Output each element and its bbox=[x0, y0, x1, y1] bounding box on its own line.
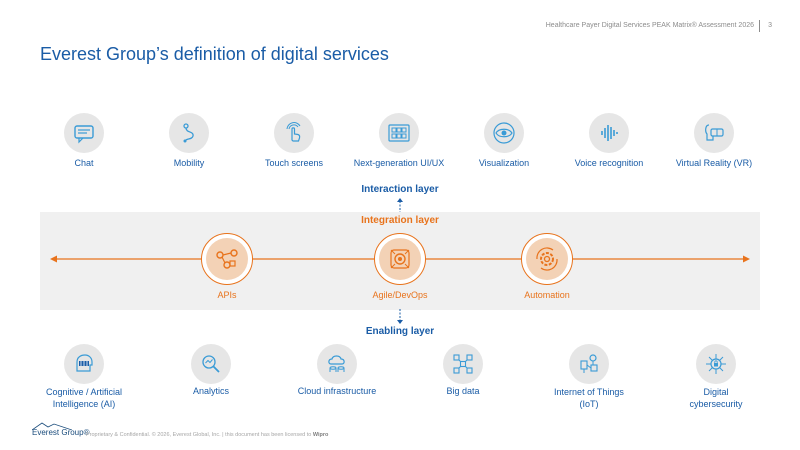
eye-icon bbox=[484, 113, 524, 153]
interaction-label-visualization: Visualization bbox=[478, 158, 530, 168]
interaction-label-vr: Virtual Reality (VR) bbox=[675, 158, 753, 168]
cybersecurity-icon bbox=[696, 344, 736, 384]
interaction-label-mobility: Mobility bbox=[173, 158, 205, 168]
interaction-label-touch: Touch screens bbox=[264, 158, 324, 168]
chat-icon bbox=[64, 113, 104, 153]
footer-licensee: Wipro bbox=[312, 432, 329, 438]
footer-confidential: Proprietary & Confidential. © 2026, Ever… bbox=[86, 432, 328, 438]
ai-brain-icon bbox=[64, 344, 104, 384]
cloud-icon bbox=[317, 344, 357, 384]
integration-label-apis: APIs bbox=[217, 290, 237, 300]
voice-wave-icon bbox=[589, 113, 629, 153]
mobility-icon bbox=[169, 113, 209, 153]
interaction-label-voice: Voice recognition bbox=[574, 158, 644, 168]
touch-icon bbox=[274, 113, 314, 153]
agile-gear-icon bbox=[374, 233, 426, 285]
enabling-layer-label: Enabling layer bbox=[365, 326, 435, 337]
big-data-icon bbox=[443, 344, 483, 384]
enabling-label-cloud: Cloud infrastructure bbox=[297, 386, 377, 396]
interaction-label-ui: Next-generation UI/UX bbox=[353, 158, 445, 168]
interaction-layer-label: Interaction layer bbox=[361, 184, 439, 195]
footer-text: Proprietary & Confidential. © 2026, Ever… bbox=[86, 432, 313, 438]
interaction-label-chat: Chat bbox=[74, 158, 94, 168]
logo-text: Everest Group® bbox=[32, 428, 90, 437]
logo-mountain-icon bbox=[32, 422, 72, 430]
down-arrow-icon bbox=[397, 309, 403, 324]
iot-icon bbox=[569, 344, 609, 384]
analytics-icon bbox=[191, 344, 231, 384]
up-arrow-icon bbox=[397, 198, 403, 213]
page-title: Everest Group’s definition of digital se… bbox=[40, 44, 389, 64]
automation-gear-icon bbox=[521, 233, 573, 285]
enabling-label-ai: Cognitive / Artificial Intelligence (AI) bbox=[45, 387, 123, 409]
enabling-label-iot: Internet of Things (IoT) bbox=[554, 387, 624, 409]
vr-headset-icon bbox=[694, 113, 734, 153]
enabling-label-bigdata: Big data bbox=[446, 386, 480, 396]
report-title: Healthcare Payer Digital Services PEAK M… bbox=[545, 22, 754, 29]
integration-label-agile: Agile/DevOps bbox=[372, 290, 428, 300]
enabling-label-analytics: Analytics bbox=[192, 386, 229, 396]
header-divider bbox=[759, 20, 760, 32]
page-number: 3 bbox=[768, 22, 772, 29]
everest-group-logo: Everest Group® bbox=[32, 422, 90, 437]
ui-grid-icon bbox=[379, 113, 419, 153]
integration-label-automation: Automation bbox=[524, 290, 570, 300]
integration-layer-label: Integration layer bbox=[361, 215, 439, 226]
api-nodes-icon bbox=[201, 233, 253, 285]
enabling-label-cybersecurity: Digital cybersecurity bbox=[689, 387, 743, 409]
